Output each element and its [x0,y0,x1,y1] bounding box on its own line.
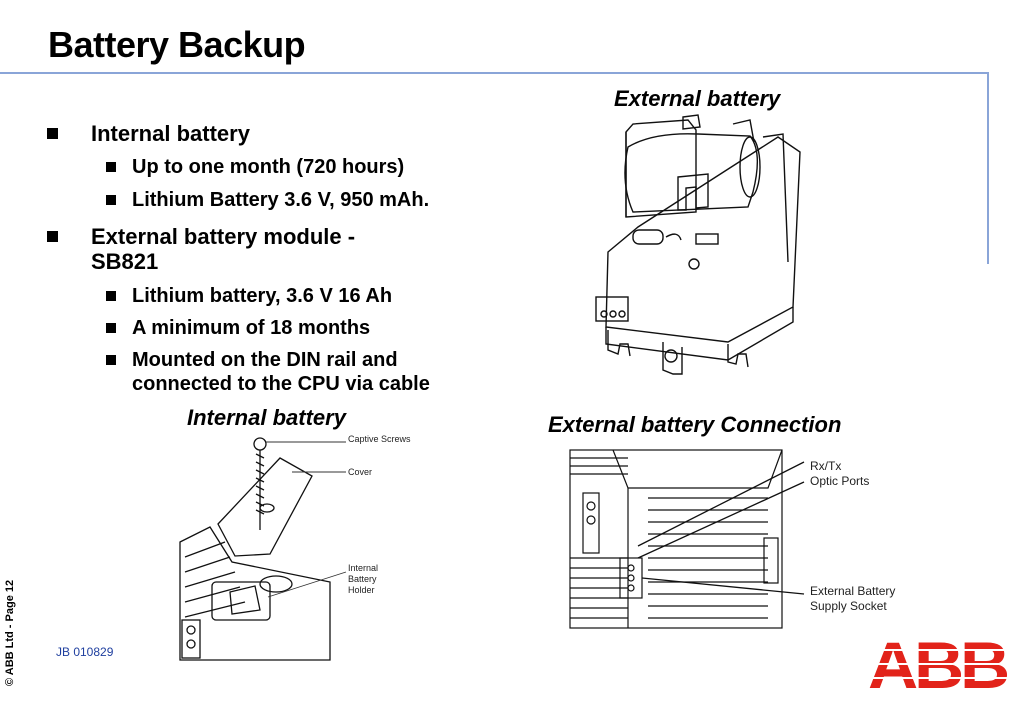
captive-screws-label: Captive Screws [348,434,411,444]
bullet-external-battery-cont: SB821 [91,249,159,274]
bullet-marker [47,128,58,139]
external-connection-image [569,449,805,629]
sub-bullet-marker [106,291,116,301]
battery-holder-label-1: Internal [348,563,379,573]
slide-title: Battery Backup [48,24,306,65]
external-battery-caption: External battery [614,86,781,111]
document-code: JB 010829 [56,645,114,659]
sub-bullet-marker [106,162,116,172]
sub-bullet: Lithium battery, 3.6 V 16 Ah [132,285,393,307]
external-connection-caption: External battery Connection [548,412,842,437]
rx-tx-label-2: Optic Ports [810,474,870,488]
battery-holder-label-2: Battery [348,574,377,584]
battery-holder-label-3: Holder [348,585,375,595]
sub-bullet-marker [106,355,116,365]
header-divider [0,72,988,74]
supply-socket-label-2: Supply Socket [810,599,887,613]
sub-bullet: A minimum of 18 months [132,317,371,339]
rx-tx-label-1: Rx/Tx [810,459,842,473]
supply-socket-label-1: External Battery [810,584,896,598]
external-battery-module-image [595,114,801,375]
copyright-page-number: © ABB Ltd - Page 12 [4,579,16,686]
bullet-external-battery: External battery module - [91,224,356,249]
sub-bullet-marker [106,323,116,333]
cover-label: Cover [348,467,373,477]
right-divider [987,72,989,264]
sub-bullet: Lithium Battery 3.6 V, 950 mAh. [132,189,430,211]
sub-bullet: Up to one month (720 hours) [132,156,405,178]
internal-battery-image [179,437,347,661]
sub-bullet-cont: connected to the CPU via cable [132,373,430,395]
internal-battery-caption: Internal battery [187,405,346,430]
sub-bullet-marker [106,195,116,205]
sub-bullet: Mounted on the DIN rail and [132,349,398,371]
bullet-internal-battery: Internal battery [91,121,250,146]
bullet-marker [47,231,58,242]
abb-logo: ABB [868,634,1008,692]
